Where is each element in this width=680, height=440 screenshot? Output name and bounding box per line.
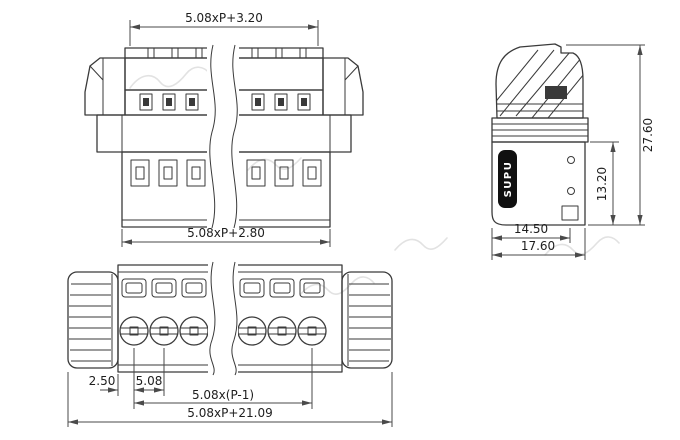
front-socket-windows — [130, 159, 322, 187]
side-lever-hatching — [496, 49, 583, 118]
front-break-line — [231, 44, 238, 229]
bottom-dim-margin-label: 2.50 — [89, 374, 116, 388]
bottom-dimensions: 2.50 5.08 5.08x(P-1) 5.08xP+21.09 — [67, 348, 393, 427]
side-dim-width-inner-label: 14.50 — [514, 222, 548, 236]
front-contact-windows — [139, 93, 311, 111]
right-cap-ribs — [349, 283, 391, 362]
bottom-wire-entries — [121, 278, 325, 298]
front-dim-top: 5.08xP+3.20 — [129, 11, 319, 46]
screw — [119, 316, 149, 346]
screw — [149, 316, 179, 346]
side-dim-width-outer-label: 17.60 — [521, 239, 555, 253]
side-lower-housing — [491, 141, 586, 226]
left-cap-ribs — [69, 283, 111, 362]
side-dim-width-inner: 14.50 — [491, 222, 571, 260]
side-foot-notch — [561, 205, 579, 221]
front-dim-bottom: 5.08xP+2.80 — [121, 226, 331, 247]
side-latch-hook — [545, 86, 567, 99]
side-pin-hole — [567, 156, 575, 164]
bottom-dim-pitch-span-label: 5.08x(P-1) — [192, 388, 254, 402]
side-view: SUPU 27.60 13.20 14.50 17.60 — [491, 43, 655, 260]
side-lever-block — [495, 43, 584, 119]
brand-logo-text: SUPU — [503, 161, 514, 198]
side-dim-height-lower-label: 13.20 — [595, 167, 609, 201]
watermark-squiggle — [394, 237, 448, 251]
front-break-line — [209, 44, 216, 229]
screw — [297, 316, 327, 346]
bottom-dim-pitch-label: 5.08 — [136, 374, 163, 388]
watermark-squiggle — [129, 66, 211, 89]
side-dim-width-outer: 17.60 — [492, 228, 586, 260]
front-view: 5.08xP+3.20 5.08xP+2.80 — [84, 11, 364, 247]
watermark-squiggle — [247, 157, 302, 171]
bottom-dim-total-width-label: 5.08xP+21.09 — [187, 406, 272, 420]
watermark-squiggle — [299, 276, 375, 296]
side-dim-height-total: 27.60 — [566, 44, 655, 226]
screw — [267, 316, 297, 346]
front-break-mask — [207, 44, 239, 230]
bottom-view: 2.50 5.08 5.08x(P-1) 5.08xP+21.09 — [67, 261, 393, 427]
side-logo-plate — [498, 150, 517, 208]
bottom-break-line — [209, 261, 216, 376]
side-dim-height-total-label: 27.60 — [641, 118, 655, 152]
front-dim-bottom-label: 5.08xP+2.80 — [187, 226, 265, 240]
side-pin-hole — [567, 187, 575, 195]
side-dim-height-lower: 13.20 — [590, 141, 619, 225]
watermark-squiggles — [129, 66, 620, 296]
front-top-strip-ticks — [147, 48, 307, 58]
bottom-break-line — [231, 261, 238, 376]
bottom-screws — [119, 316, 327, 346]
front-dim-top-label: 5.08xP+3.20 — [185, 11, 263, 25]
